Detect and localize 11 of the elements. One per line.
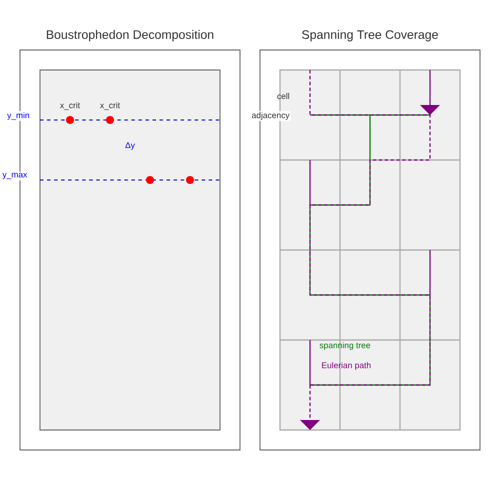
node-label: Boustrophedon Decomposition — [46, 30, 214, 42]
legend-text: Eulerian path — [322, 362, 371, 370]
axis-label: y_min — [6, 110, 31, 122]
legend-text: spanning tree — [320, 342, 370, 350]
point-label: x_crit — [100, 102, 120, 110]
axis-label: y_max — [1, 172, 28, 180]
grid-label: cell — [277, 92, 290, 100]
node-label: Spanning Tree Coverage — [302, 30, 438, 42]
axis-label: Δy — [125, 142, 135, 150]
grid-label: adjacency — [250, 110, 291, 122]
point-label: x_crit — [60, 102, 80, 110]
